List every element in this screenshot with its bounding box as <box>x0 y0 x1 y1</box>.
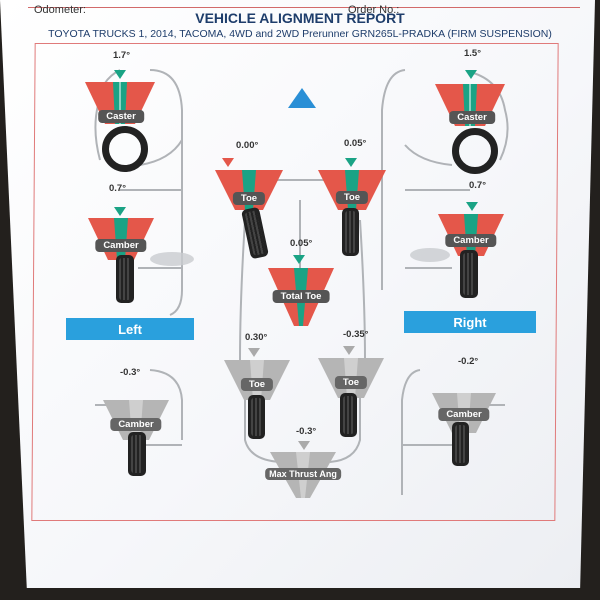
left-caster-pointer-icon <box>114 70 126 79</box>
left-front-tire-icon <box>116 255 134 303</box>
right-camber-label: Camber <box>445 234 497 247</box>
rear-right-toe-tag-wrap: Toe <box>318 376 384 390</box>
vehicle-description: TOYOTA TRUCKS 1, 2014, TACOMA, 4WD and 2… <box>48 28 552 40</box>
left-camber-value: 0.7° <box>109 183 127 194</box>
left-caster-wheel-icon <box>102 126 148 172</box>
rear-right-camber-label: Camber <box>438 408 490 421</box>
right-toe-value: 0.05° <box>344 138 367 149</box>
right-toe-pointer-icon <box>345 158 357 167</box>
report-title: VEHICLE ALIGNMENT REPORT <box>195 10 405 26</box>
rear-left-camber-label: Camber <box>110 418 162 431</box>
rear-left-toe-tire-icon <box>248 395 265 439</box>
rear-left-tire-icon <box>128 432 146 476</box>
rear-right-camber-tag-wrap: Camber <box>432 408 496 422</box>
total-toe-value: 0.05° <box>290 238 313 249</box>
rear-right-toe-pointer-icon <box>343 346 355 355</box>
total-toe-pointer-icon <box>293 255 305 264</box>
rear-left-toe-tag-wrap: Toe <box>224 378 290 392</box>
left-caster-tag-wrap: Caster <box>86 110 156 124</box>
left-camber-pointer-icon <box>114 207 126 216</box>
thrust-angle-tag-wrap: Max Thrust Ang <box>265 468 341 482</box>
right-camber-value: 0.7° <box>469 180 487 191</box>
rear-left-camber-tag-wrap: Camber <box>103 418 169 432</box>
rear-right-toe-value: -0.35° <box>343 329 369 340</box>
total-toe-tag-wrap: Total Toe <box>268 290 334 304</box>
thrust-angle-label: Max Thrust Ang <box>265 468 341 480</box>
right-shadow <box>410 248 450 262</box>
right-front-toe-tire-icon <box>342 208 359 256</box>
right-caster-value: 1.5° <box>464 48 482 59</box>
total-toe-label: Total Toe <box>272 290 330 303</box>
left-camber-tag-wrap: Camber <box>88 239 154 253</box>
odometer-label: Odometer: <box>34 4 86 16</box>
rear-left-toe-label: Toe <box>240 378 274 391</box>
right-camber-pointer-icon <box>466 202 478 211</box>
left-caster-label: Caster <box>98 110 144 123</box>
blue-triangle-up-icon <box>288 88 316 108</box>
rear-right-camber-value: -0.2° <box>458 356 479 367</box>
left-side-header: Left <box>66 318 194 340</box>
rear-right-tire-icon <box>452 422 469 466</box>
header-rule: Odometer: Order No.: <box>28 4 580 16</box>
right-front-tire-icon <box>460 250 478 298</box>
right-caster-pointer-icon <box>465 70 477 79</box>
thrust-angle-value: -0.3° <box>296 426 317 437</box>
left-caster-value: 1.7° <box>113 50 131 61</box>
right-toe-tag-wrap: Toe <box>318 191 386 205</box>
left-toe-label: Toe <box>232 192 266 205</box>
rear-right-toe-tire-icon <box>340 393 357 437</box>
order-label: Order No.: <box>348 4 400 16</box>
right-camber-tag-wrap: Camber <box>438 234 504 248</box>
right-caster-label: Caster <box>449 111 495 124</box>
right-toe-label: Toe <box>335 191 369 204</box>
rear-left-toe-pointer-icon <box>248 348 260 357</box>
rear-left-camber-value: -0.3° <box>120 367 141 378</box>
right-side-header: Right <box>404 311 536 333</box>
left-toe-pointer-icon <box>222 158 234 167</box>
rear-left-toe-value: 0.30° <box>245 332 268 343</box>
right-caster-wheel-icon <box>452 128 498 174</box>
left-shadow <box>150 252 194 266</box>
right-caster-tag-wrap: Caster <box>437 111 507 125</box>
left-camber-label: Camber <box>95 239 147 252</box>
thrust-angle-pointer-icon <box>298 441 310 450</box>
rear-right-toe-label: Toe <box>334 376 368 389</box>
left-toe-value: 0.00° <box>236 140 259 151</box>
left-toe-tag-wrap: Toe <box>215 192 283 206</box>
